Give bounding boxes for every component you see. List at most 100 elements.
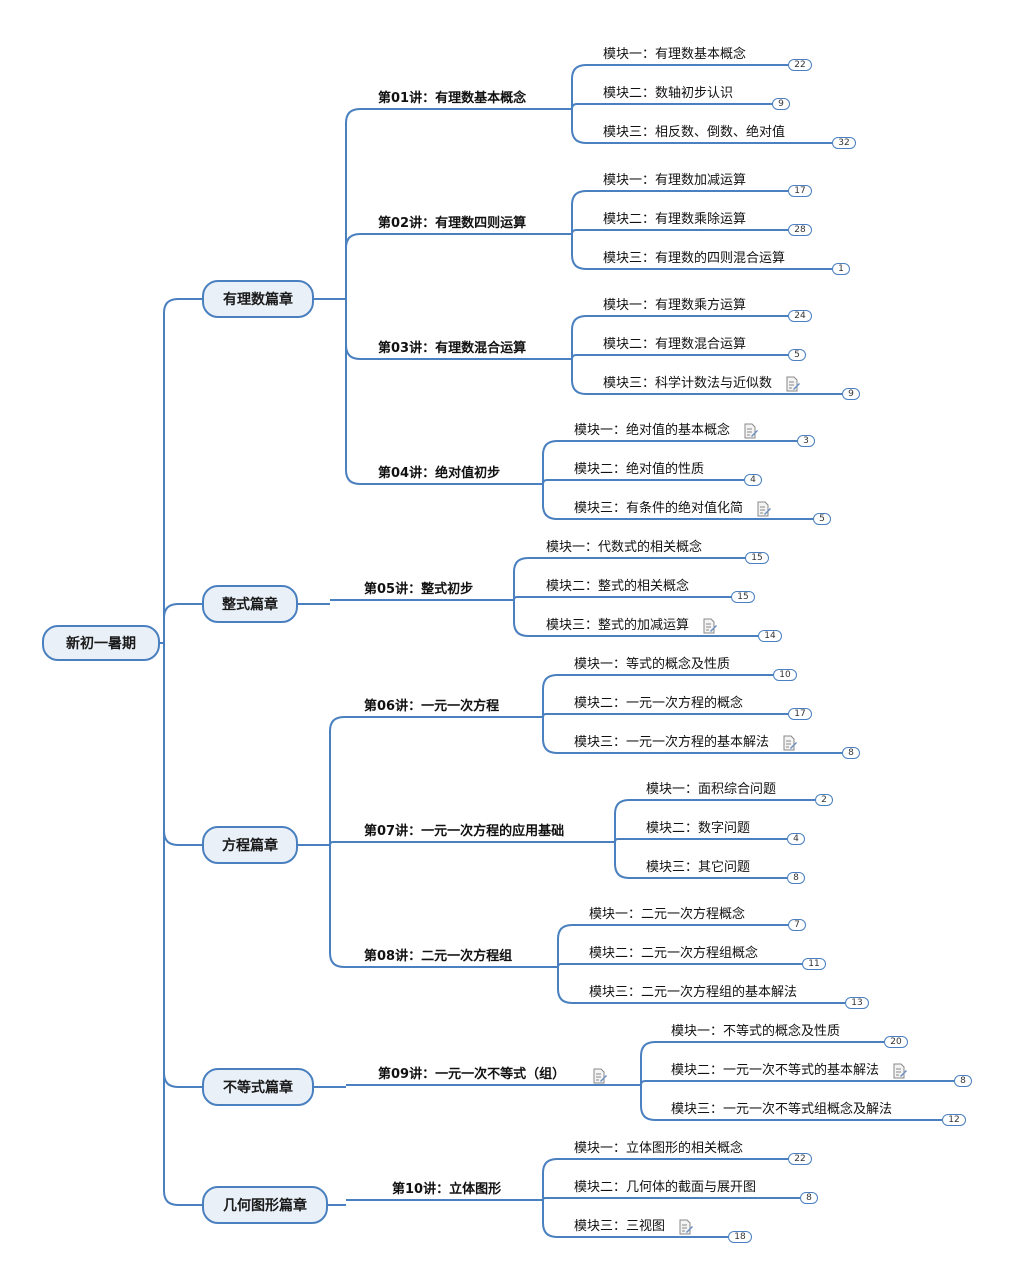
connector-curve bbox=[571, 315, 788, 359]
module-node[interactable]: 模块三：整式的加减运算 bbox=[546, 618, 690, 633]
connector-curve bbox=[329, 845, 558, 968]
module-node[interactable]: 模块一：二元一次方程概念 bbox=[589, 907, 746, 922]
lesson-node[interactable]: 第10讲：立体图形 bbox=[392, 1182, 502, 1197]
connector-curve bbox=[542, 674, 773, 717]
note-edit-icon[interactable] bbox=[593, 1068, 607, 1084]
connector-curve bbox=[163, 643, 202, 1088]
module-node[interactable]: 模块二：有理数混合运算 bbox=[603, 337, 747, 352]
connector-curve bbox=[513, 596, 731, 601]
connector-curve bbox=[163, 298, 202, 643]
module-node[interactable]: 模块三：二元一次方程组的基本解法 bbox=[589, 985, 798, 1000]
chapter-node[interactable]: 不等式篇章 bbox=[202, 1068, 314, 1106]
note-edit-icon[interactable] bbox=[744, 423, 758, 439]
module-node[interactable]: 模块二：一元一次方程的概念 bbox=[574, 696, 744, 711]
lesson-node[interactable]: 第02讲：有理数四则运算 bbox=[378, 216, 527, 231]
module-node[interactable]: 模块三：科学计数法与近似数 bbox=[603, 376, 773, 391]
module-node[interactable]: 模块三：一元一次方程的基本解法 bbox=[574, 735, 770, 750]
connector-curve bbox=[557, 963, 802, 968]
count-badge: 12 bbox=[942, 1114, 966, 1126]
module-node[interactable]: 模块一：绝对值的基本概念 bbox=[574, 423, 731, 438]
note-edit-icon[interactable] bbox=[679, 1219, 693, 1235]
lesson-node[interactable]: 第09讲：一元一次不等式（组） bbox=[378, 1067, 566, 1082]
module-node[interactable]: 模块一：等式的概念及性质 bbox=[574, 657, 731, 672]
connector-curve bbox=[542, 713, 788, 718]
count-badge: 9 bbox=[842, 388, 860, 400]
module-node[interactable]: 模块一：有理数加减运算 bbox=[603, 173, 747, 188]
lesson-node[interactable]: 第03讲：有理数混合运算 bbox=[378, 341, 527, 356]
count-badge: 4 bbox=[744, 474, 762, 486]
connector-curve bbox=[571, 354, 788, 360]
lesson-node[interactable]: 第01讲：有理数基本概念 bbox=[378, 91, 527, 106]
count-badge: 7 bbox=[788, 919, 806, 931]
module-node[interactable]: 模块三：其它问题 bbox=[646, 860, 751, 875]
connector-curve bbox=[345, 299, 543, 485]
module-node[interactable]: 模块二：数轴初步认识 bbox=[603, 86, 734, 101]
note-edit-icon[interactable] bbox=[783, 735, 797, 751]
connector-curve bbox=[163, 643, 202, 1206]
count-badge: 18 bbox=[728, 1231, 752, 1243]
count-badge: 11 bbox=[802, 958, 826, 970]
module-node[interactable]: 模块二：一元一次不等式的基本解法 bbox=[671, 1063, 880, 1078]
connector-curve bbox=[345, 233, 572, 299]
note-edit-icon[interactable] bbox=[786, 376, 800, 392]
module-node[interactable]: 模块三：一元一次不等式组概念及解法 bbox=[671, 1102, 893, 1117]
connector-curve bbox=[163, 643, 202, 846]
connector-curve bbox=[513, 557, 745, 600]
module-node[interactable]: 模块一：面积综合问题 bbox=[646, 782, 777, 797]
count-badge: 32 bbox=[832, 137, 856, 149]
connector-curve bbox=[571, 229, 788, 235]
chapter-node[interactable]: 有理数篇章 bbox=[202, 280, 314, 318]
module-node[interactable]: 模块三：有理数的四则混合运算 bbox=[603, 251, 786, 266]
connector-curve bbox=[542, 717, 842, 754]
module-node[interactable]: 模块二：数字问题 bbox=[646, 821, 751, 836]
connector-curve bbox=[571, 109, 832, 144]
module-node[interactable]: 模块二：二元一次方程组概念 bbox=[589, 946, 759, 961]
module-node[interactable]: 模块一：立体图形的相关概念 bbox=[574, 1141, 744, 1156]
module-node[interactable]: 模块一：代数式的相关概念 bbox=[546, 540, 703, 555]
module-node[interactable]: 模块一：有理数乘方运算 bbox=[603, 298, 747, 313]
count-badge: 28 bbox=[788, 224, 812, 236]
count-badge: 17 bbox=[788, 185, 812, 197]
chapter-node[interactable]: 方程篇章 bbox=[202, 826, 298, 864]
lesson-node[interactable]: 第08讲：二元一次方程组 bbox=[364, 949, 513, 964]
connector-curve bbox=[571, 234, 832, 270]
connector-curve bbox=[542, 479, 744, 485]
module-node[interactable]: 模块一：有理数基本概念 bbox=[603, 47, 747, 62]
lesson-node[interactable]: 第06讲：一元一次方程 bbox=[364, 699, 500, 714]
lesson-node[interactable]: 第05讲：整式初步 bbox=[364, 582, 474, 597]
chapter-node[interactable]: 几何图形篇章 bbox=[202, 1186, 328, 1224]
count-badge: 5 bbox=[788, 349, 806, 361]
connector-curve bbox=[640, 1080, 954, 1086]
count-badge: 13 bbox=[845, 997, 869, 1009]
lesson-node[interactable]: 第04讲：绝对值初步 bbox=[378, 466, 501, 481]
module-node[interactable]: 模块三：有条件的绝对值化简 bbox=[574, 501, 744, 516]
root-node[interactable]: 新初一暑期 bbox=[42, 625, 160, 661]
module-node[interactable]: 模块二：绝对值的性质 bbox=[574, 462, 705, 477]
count-badge: 10 bbox=[773, 669, 797, 681]
module-node[interactable]: 模块三：相反数、倒数、绝对值 bbox=[603, 125, 786, 140]
connector-curve bbox=[571, 190, 788, 234]
connector-curve bbox=[571, 103, 772, 110]
connector-curve bbox=[329, 841, 615, 846]
connector-curve bbox=[614, 842, 787, 879]
count-badge: 20 bbox=[884, 1036, 908, 1048]
count-badge: 22 bbox=[788, 59, 812, 71]
connector-curve bbox=[542, 1200, 728, 1238]
module-node[interactable]: 模块二：几何体的截面与展开图 bbox=[574, 1180, 757, 1195]
module-node[interactable]: 模块二：整式的相关概念 bbox=[546, 579, 690, 594]
lesson-node[interactable]: 第07讲：一元一次方程的应用基础 bbox=[364, 824, 565, 839]
connector-curve bbox=[542, 484, 813, 520]
note-edit-icon[interactable] bbox=[893, 1063, 907, 1079]
count-badge: 22 bbox=[788, 1153, 812, 1165]
module-node[interactable]: 模块二：有理数乘除运算 bbox=[603, 212, 747, 227]
connector-curve bbox=[557, 924, 788, 967]
module-node[interactable]: 模块一：不等式的概念及性质 bbox=[671, 1024, 841, 1039]
note-edit-icon[interactable] bbox=[757, 501, 771, 517]
module-node[interactable]: 模块三：三视图 bbox=[574, 1219, 666, 1234]
note-edit-icon[interactable] bbox=[703, 618, 717, 634]
connector-curve bbox=[163, 603, 202, 643]
connector-curve bbox=[640, 1041, 884, 1085]
chapter-node[interactable]: 整式篇章 bbox=[202, 585, 298, 623]
